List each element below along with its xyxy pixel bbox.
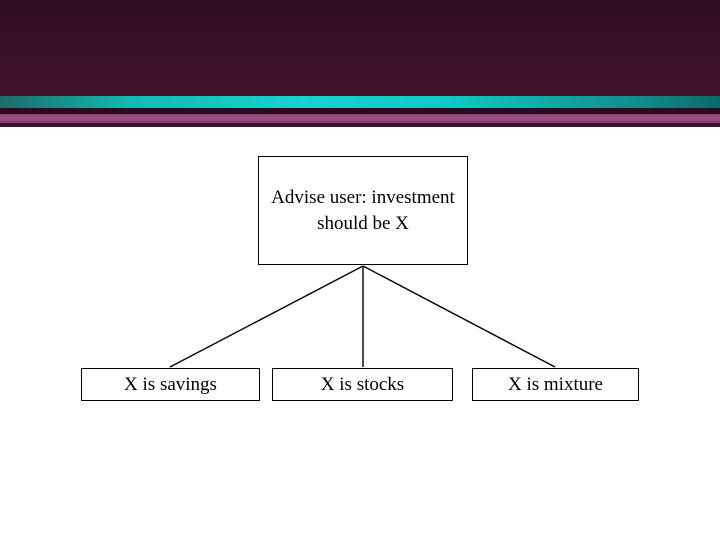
tree-leaf-node-stocks: X is stocks	[272, 368, 453, 401]
tree-leaf-label-savings: X is savings	[124, 373, 217, 395]
tree-root-label: Advise user: investment should be X	[271, 186, 455, 234]
dark-stripe	[0, 108, 720, 114]
tree-leaf-node-savings: X is savings	[81, 368, 260, 401]
tree-leaf-label-mixture: X is mixture	[508, 373, 603, 395]
tree-leaf-label-stocks: X is stocks	[320, 373, 405, 395]
title-banner	[0, 0, 720, 96]
tree-root-node: Advise user: investment should be X	[258, 156, 468, 265]
tree-leaf-node-mixture: X is mixture	[472, 368, 639, 401]
magenta-stripe	[0, 114, 720, 123]
bottom-stripe	[0, 123, 720, 127]
teal-stripe	[0, 96, 720, 108]
